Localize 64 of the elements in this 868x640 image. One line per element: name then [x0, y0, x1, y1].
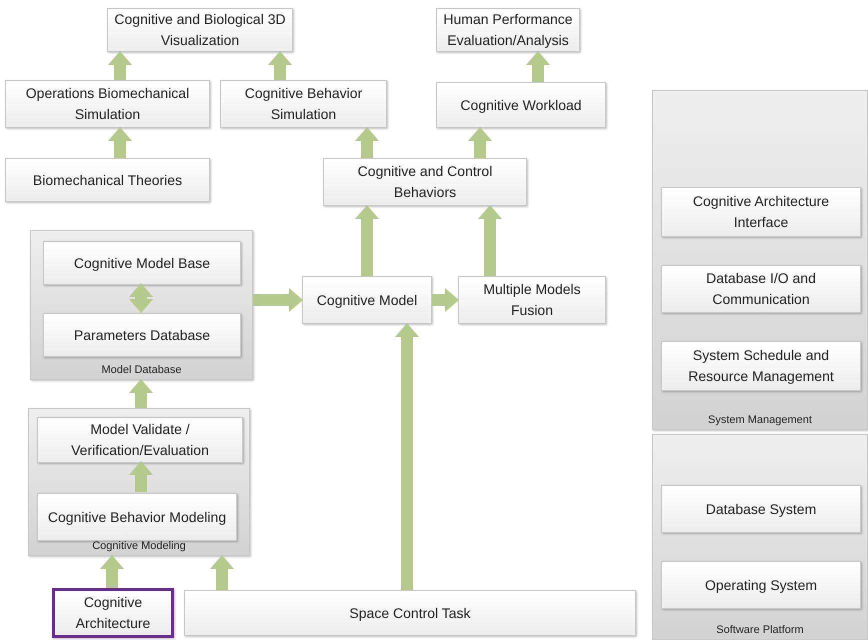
box-label: Database I/O and Communication [705, 269, 817, 309]
box-label: Cognitive and Biological 3D Visualization [114, 10, 286, 50]
process-box [5, 80, 210, 128]
arrow [129, 379, 153, 408]
box-label: Cognitive Workload [460, 96, 582, 115]
process-box [220, 80, 387, 128]
box-label: Model Validate / Verification/Evaluation [70, 420, 210, 460]
arrow [268, 51, 292, 80]
arrow [432, 288, 459, 312]
arrow [108, 127, 132, 158]
group-panel [652, 434, 868, 640]
box-label: Multiple Models Fusion [482, 280, 582, 320]
arrow [355, 205, 379, 276]
box-label: Cognitive Architecture Interface [692, 192, 830, 232]
arrow [210, 555, 234, 590]
process-box [5, 158, 210, 202]
box-label: Cognitive Behavior Simulation [244, 84, 364, 124]
arrow [395, 323, 419, 590]
box-label: Cognitive Model Base [74, 254, 210, 273]
process-box [661, 485, 861, 533]
box-label: System Schedule and Resource Management [687, 346, 835, 386]
box-label: Database System [706, 500, 816, 519]
group-panel [652, 90, 868, 430]
process-box [184, 590, 636, 636]
group-label: Software Platform [716, 624, 804, 637]
process-box [661, 265, 861, 313]
group-panel [30, 230, 253, 380]
process-box [323, 158, 527, 206]
process-box [661, 561, 861, 609]
process-box [107, 8, 293, 52]
box-label: Cognitive Architecture [74, 593, 152, 633]
arrow [355, 127, 379, 158]
process-box [37, 417, 243, 463]
group-label: System Management [708, 414, 812, 427]
arrow [129, 461, 153, 492]
arrow [100, 555, 124, 588]
process-box [458, 276, 606, 324]
box-label: Operations Biomechanical Simulation [24, 84, 190, 124]
process-box [661, 187, 861, 237]
arrow [526, 51, 550, 82]
arrow [108, 51, 132, 80]
group-label: Model Database [101, 364, 182, 377]
box-label: Space Control Task [349, 604, 471, 623]
group-panel [28, 408, 250, 556]
process-box [37, 493, 237, 541]
box-label: Cognitive Model [316, 290, 418, 310]
box-label: Cognitive and Control Behaviors [356, 162, 494, 202]
process-box [436, 8, 580, 52]
box-label: Operating System [704, 576, 818, 595]
arrow [468, 127, 492, 158]
arrow [478, 205, 502, 276]
process-box [52, 588, 174, 638]
box-label: Biomechanical Theories [32, 170, 182, 190]
box-label: Human Performance Evaluation/Analysis [443, 10, 573, 50]
arrow [253, 288, 303, 312]
process-box [661, 341, 861, 391]
group-label: Cognitive Modeling [92, 540, 186, 553]
process-box [43, 241, 241, 285]
box-label: Cognitive Behavior Modeling [48, 508, 226, 527]
process-box [43, 313, 241, 357]
box-label: Parameters Database [74, 326, 210, 344]
process-box [302, 276, 432, 324]
arrow [129, 283, 153, 313]
process-box [436, 82, 606, 128]
